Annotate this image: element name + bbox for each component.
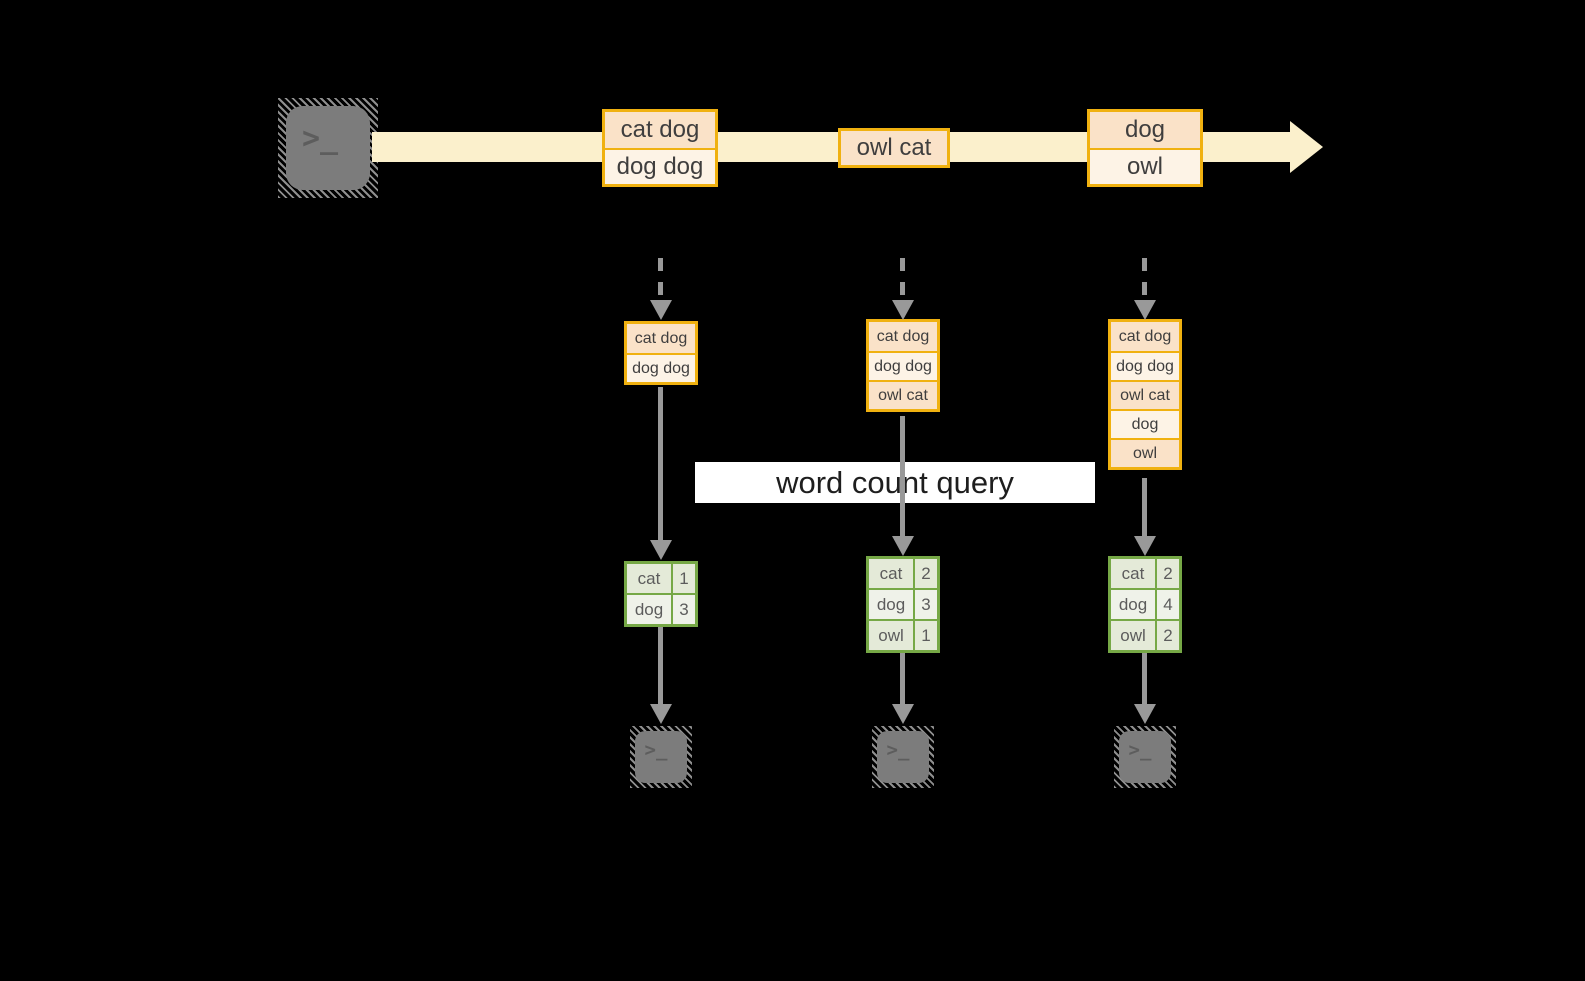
dashed-arrowhead-icon <box>650 300 672 320</box>
arrow-line <box>658 387 663 540</box>
arrowhead-icon <box>1134 704 1156 724</box>
count-table-2: cat 2 dog 3 owl 1 <box>866 556 940 653</box>
state-line: dog dog <box>869 351 937 380</box>
state-box-3: cat dog dog dog owl cat dog owl <box>1108 319 1182 470</box>
event-line: dog <box>1090 112 1200 148</box>
state-line: dog <box>1111 409 1179 438</box>
state-line: owl cat <box>1111 380 1179 409</box>
count-value: 3 <box>673 595 695 624</box>
count-word: cat <box>1111 559 1155 588</box>
word-count-query-label: word count query <box>695 462 1095 503</box>
count-value: 1 <box>673 564 695 593</box>
terminal-output-icon-3: >_ <box>1114 726 1176 788</box>
event-line: cat dog <box>605 112 715 148</box>
stream-event-box-1: cat dog dog dog <box>602 109 718 187</box>
state-line: cat dog <box>869 322 937 351</box>
count-word: dog <box>869 590 913 619</box>
arrow-line <box>1142 478 1147 536</box>
state-line: owl <box>1111 438 1179 467</box>
stream-event-box-3: dog owl <box>1087 109 1203 187</box>
dashed-arrow-line <box>1142 258 1147 300</box>
dashed-arrow-line <box>900 258 905 300</box>
count-word: owl <box>1111 621 1155 650</box>
arrowhead-icon <box>892 704 914 724</box>
terminal-prompt-icon: >_ <box>886 739 910 761</box>
count-table-3: cat 2 dog 4 owl 2 <box>1108 556 1182 653</box>
count-word: dog <box>627 595 671 624</box>
count-value: 4 <box>1157 590 1179 619</box>
count-value: 2 <box>1157 559 1179 588</box>
state-line: cat dog <box>627 324 695 353</box>
event-line: dog dog <box>605 148 715 184</box>
count-word: cat <box>869 559 913 588</box>
count-value: 2 <box>915 559 937 588</box>
arrowhead-icon <box>650 704 672 724</box>
state-line: dog dog <box>1111 351 1179 380</box>
terminal-source-icon: >_ <box>278 98 378 198</box>
state-box-2: cat dog dog dog owl cat <box>866 319 940 412</box>
count-value: 2 <box>1157 621 1179 650</box>
terminal-prompt-icon: >_ <box>301 120 339 156</box>
terminal-prompt-icon: >_ <box>1128 739 1152 761</box>
event-line: owl cat <box>841 131 947 165</box>
count-table-1: cat 1 dog 3 <box>624 561 698 627</box>
state-box-1: cat dog dog dog <box>624 321 698 385</box>
count-word: cat <box>627 564 671 593</box>
arrow-line <box>1142 653 1147 704</box>
state-line: dog dog <box>627 353 695 382</box>
count-value: 3 <box>915 590 937 619</box>
dashed-arrowhead-icon <box>1134 300 1156 320</box>
arrowhead-icon <box>892 536 914 556</box>
terminal-output-icon-1: >_ <box>630 726 692 788</box>
dashed-arrowhead-icon <box>892 300 914 320</box>
state-line: cat dog <box>1111 322 1179 351</box>
arrow-line <box>900 416 905 536</box>
terminal-output-icon-2: >_ <box>872 726 934 788</box>
event-line: owl <box>1090 148 1200 184</box>
dashed-arrow-line <box>658 258 663 300</box>
stream-arrowhead-icon <box>1290 121 1323 173</box>
state-line: owl cat <box>869 380 937 409</box>
arrow-line <box>900 653 905 704</box>
stream-event-box-2: owl cat <box>838 128 950 168</box>
count-word: dog <box>1111 590 1155 619</box>
arrowhead-icon <box>650 540 672 560</box>
count-word: owl <box>869 621 913 650</box>
count-value: 1 <box>915 621 937 650</box>
arrow-line <box>658 627 663 704</box>
arrowhead-icon <box>1134 536 1156 556</box>
terminal-prompt-icon: >_ <box>644 739 668 761</box>
